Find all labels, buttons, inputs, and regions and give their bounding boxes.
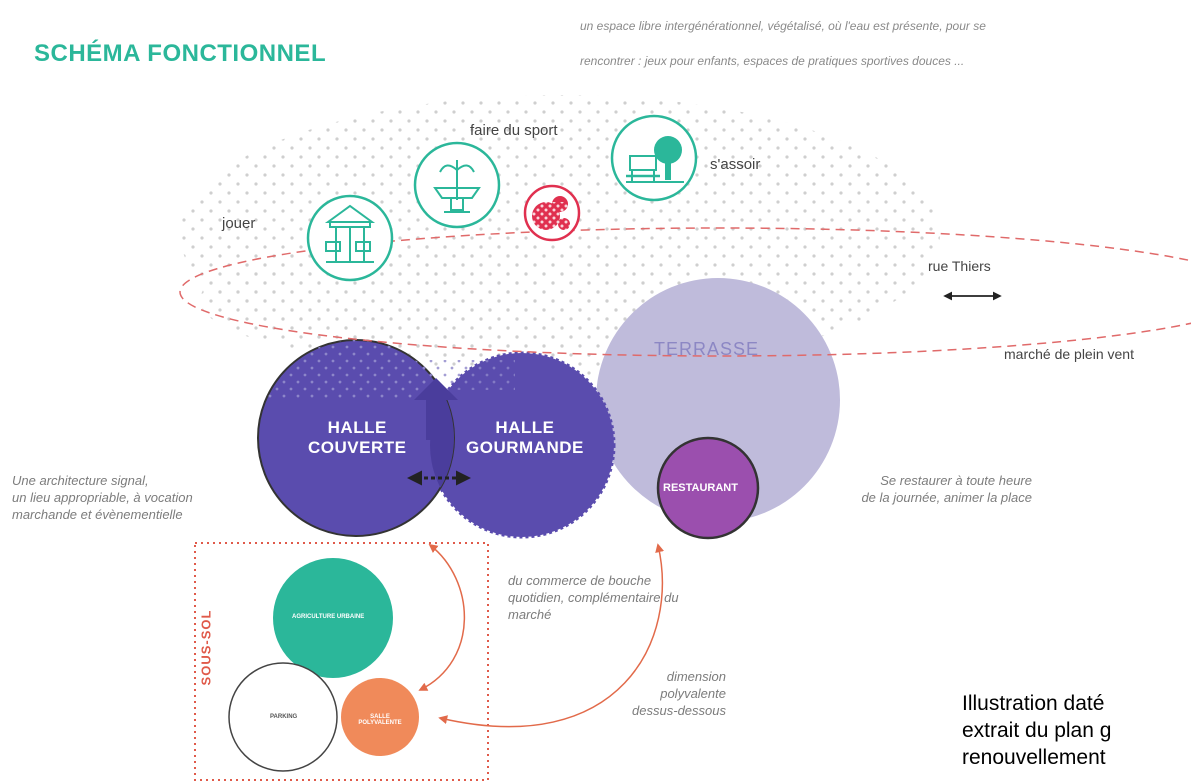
sport-balls-icon [523,184,581,242]
page-title: SCHÉMA FONCTIONNEL [34,40,327,67]
curved-arrow-restaurant [438,543,665,728]
annotation-commerce-line2: quotidien, complémentaire du [508,590,679,605]
label-salle-polyvalente: SALLE POLYVALENTE [358,714,402,726]
label-restaurant: RESTAURANT [663,482,738,494]
annotation-dimension: dimension polyvalente dessus-dessous [620,668,726,719]
annotation-dimension-line3: dessus-dessous [632,703,726,718]
agriculture-circle [273,558,393,678]
label-sous-sol: SOUS-SOL [198,609,214,686]
illustration-caption: Illustration daté extrait du plan g reno… [962,690,1111,771]
label-faire-du-sport: faire du sport [470,122,558,139]
annotation-restaurer-line2: de la journée, animer la place [861,490,1032,505]
label-parking: PARKING [270,714,298,720]
annotation-commerce-line3: marché [508,607,552,622]
label-rue-thiers: rue Thiers [928,258,991,274]
intro-line-1: un espace libre intergénérationnel, végé… [580,19,986,33]
annotation-architecture-line2: un lieu appropriable, à vocation [12,490,193,505]
caption-line2: extrait du plan g [962,719,1112,742]
fountain-icon [413,141,501,229]
halle-couverte-line1: HALLE [327,418,387,437]
label-jouer: jouer [222,215,256,232]
curved-arrow-halle [418,543,466,691]
terrasse-circle [596,278,840,522]
halle-link-arrow [414,378,458,440]
carousel-icon [306,194,394,282]
halle-gourmande-line2: GOURMANDE [466,438,584,457]
halle-gourmande-line1: HALLE [495,418,555,437]
annotation-restaurer: Se restaurer à toute heure de la journée… [838,472,1032,506]
annotation-commerce: du commerce de bouche quotidien, complém… [508,572,679,623]
label-halle-gourmande: HALLE GOURMANDE [466,418,584,458]
halle-couverte-line2: COUVERTE [308,438,407,457]
restaurant-circle [656,436,760,540]
annotation-architecture-line3: marchande et évènementielle [12,507,183,522]
annotation-dimension-line2: polyvalente [660,686,726,701]
label-marche-plein-vent: marché de plein vent [1004,346,1134,362]
label-terrasse: TERRASSE [654,339,760,359]
rue-thiers-ellipse [179,227,1191,357]
label-s-assoir: s'assoir [710,156,761,173]
annotation-architecture-line1: Une architecture signal, [12,473,149,488]
label-halle-couverte: HALLE COUVERTE [308,418,406,458]
intro-line-2: rencontrer : jeux pour enfants, espaces … [580,54,965,68]
annotation-commerce-line1: du commerce de bouche [508,573,652,588]
caption-line1: Illustration daté [962,692,1105,715]
parking-circle [228,662,338,772]
salle-circle [341,678,419,756]
annotation-architecture: Une architecture signal, un lieu appropr… [12,472,193,523]
bench-tree-icon [610,114,698,202]
label-agriculture-urbaine: AGRICULTURE URBAINE [292,614,365,620]
caption-line3: renouvellement [962,746,1106,769]
annotation-dimension-line1: dimension [666,669,726,684]
annotation-restaurer-line1: Se restaurer à toute heure [880,473,1032,488]
